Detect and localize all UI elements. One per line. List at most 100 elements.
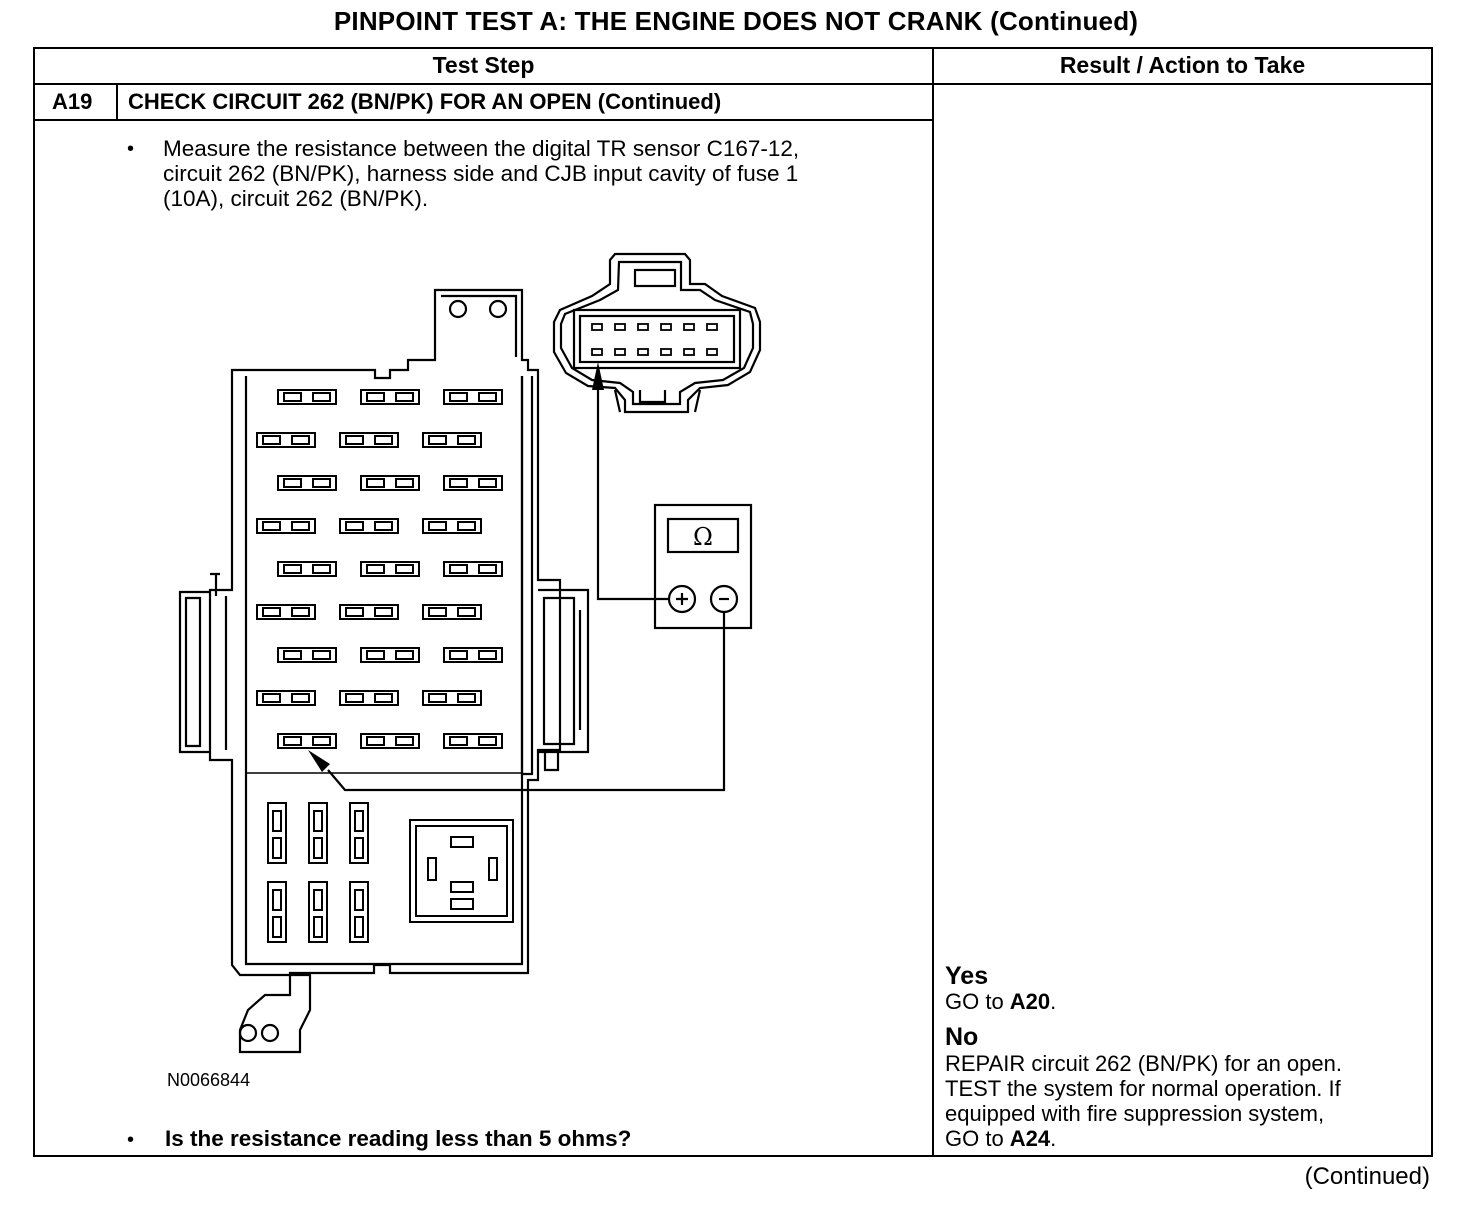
fuse-terminal	[291, 521, 310, 531]
question-text: Is the resistance reading less than 5 oh…	[165, 1126, 632, 1151]
fuse-terminal	[366, 650, 385, 660]
fuse-terminal	[449, 564, 468, 574]
fuse-cavity	[277, 647, 337, 663]
connector-pin	[637, 348, 649, 356]
figure-id: N0066844	[167, 1070, 251, 1090]
fuse-cavity	[360, 475, 420, 491]
fuse-cavity	[339, 690, 399, 706]
connector-pin	[591, 348, 603, 356]
fuse-cavity	[422, 604, 482, 620]
positive-test-lead	[596, 380, 669, 601]
probe-arrow-fuse	[308, 750, 330, 772]
tr-sensor-connector	[552, 252, 762, 414]
fuse-terminal	[395, 736, 414, 746]
fuse-terminal	[428, 693, 447, 703]
fuse-terminal	[366, 564, 385, 574]
fuse-cavity	[360, 733, 420, 749]
mount-hole	[260, 1023, 280, 1043]
meter-display	[666, 517, 740, 554]
fuse-terminal	[291, 607, 310, 617]
header-test-step: Test Step	[432, 52, 535, 78]
connector-pin	[706, 323, 718, 331]
connector-pin	[660, 348, 672, 356]
yes-go-text: GO to	[945, 989, 1010, 1014]
fuse-terminal	[478, 478, 497, 488]
fuse-cavity	[360, 389, 420, 405]
fuse-terminal	[283, 736, 302, 746]
mount-hole	[488, 299, 508, 319]
column-divider	[932, 47, 934, 1157]
step-title: CHECK CIRCUIT 262 (BN/PK) FOR AN OPEN (C…	[128, 89, 722, 114]
fuse-terminal	[395, 650, 414, 660]
maxi-fuse-slot	[308, 881, 328, 943]
fuse-terminal	[478, 736, 497, 746]
fuse-terminal	[262, 607, 281, 617]
fuse-cavity	[256, 432, 316, 448]
ohm-symbol: Ω	[693, 523, 713, 551]
instruction-text: Measure the resistance between the digit…	[163, 136, 923, 211]
step-id-divider	[116, 84, 118, 120]
connector-pin	[683, 323, 695, 331]
fuse-cavity	[339, 432, 399, 448]
fuse-terminal	[345, 435, 364, 445]
fuse-terminal	[449, 392, 468, 402]
fuse-terminal	[283, 564, 302, 574]
fuse-terminal	[312, 478, 331, 488]
fuse-cavity	[443, 561, 503, 577]
instruction-line-1: Measure the resistance between the digit…	[163, 136, 800, 161]
fuse-terminal	[366, 478, 385, 488]
fuse-terminal	[457, 521, 476, 531]
connector-pin	[683, 348, 695, 356]
fuse-cavity	[443, 475, 503, 491]
connector-pin	[614, 348, 626, 356]
fuse-terminal	[283, 650, 302, 660]
fuse-cavity	[443, 733, 503, 749]
fuse-terminal	[478, 392, 497, 402]
fuse-terminal	[283, 392, 302, 402]
fuse-terminal	[366, 392, 385, 402]
header-result: Result / Action to Take	[1059, 52, 1306, 78]
fuse-terminal	[449, 650, 468, 660]
fuse-terminal	[262, 435, 281, 445]
fuse-cavity	[422, 690, 482, 706]
fuse-terminal	[262, 693, 281, 703]
probe-arrow-connector	[592, 362, 604, 390]
bullet-1: •	[127, 138, 135, 160]
fuse-terminal	[395, 564, 414, 574]
no-action-line-3: equipped with fire suppression system,	[945, 1101, 1325, 1126]
fuse-terminal	[262, 521, 281, 531]
continued-label: (Continued)	[1304, 1163, 1430, 1190]
fuse-terminal	[395, 478, 414, 488]
fuse-terminal	[312, 564, 331, 574]
fuse-terminal	[291, 435, 310, 445]
fuse-terminal	[457, 435, 476, 445]
yes-end: .	[1050, 989, 1057, 1014]
maxi-fuse-slot	[308, 802, 328, 864]
fuse-cavity	[256, 518, 316, 534]
fuse-terminal	[428, 435, 447, 445]
fuse-terminal	[374, 693, 393, 703]
relay-socket	[409, 819, 514, 923]
step-id: A19	[52, 89, 93, 114]
fuse-terminal	[283, 478, 302, 488]
ohmmeter	[653, 503, 753, 630]
junction-box-outline	[208, 288, 562, 1054]
maxi-fuse-slot	[349, 802, 369, 864]
mount-hole	[238, 1023, 258, 1043]
no-action: REPAIR circuit 262 (BN/PK) for an open. …	[945, 1051, 1425, 1151]
fuse-cavity	[443, 389, 503, 405]
fuse-cavity	[277, 733, 337, 749]
fuse-cavity	[339, 518, 399, 534]
fuse-cavity	[360, 561, 420, 577]
fuse-terminal	[312, 736, 331, 746]
page-title: PINPOINT TEST A: THE ENGINE DOES NOT CRA…	[333, 6, 1139, 36]
connector-pin	[591, 323, 603, 331]
mount-hole	[448, 299, 468, 319]
connector-pin	[706, 348, 718, 356]
fuse-cavity	[360, 647, 420, 663]
step-row-rule	[33, 119, 933, 121]
no-action-line-2: TEST the system for normal operation. If	[945, 1076, 1341, 1101]
fuse-terminal	[345, 607, 364, 617]
no-action-line-1: REPAIR circuit 262 (BN/PK) for an open.	[945, 1051, 1342, 1076]
fuse-terminal	[395, 392, 414, 402]
